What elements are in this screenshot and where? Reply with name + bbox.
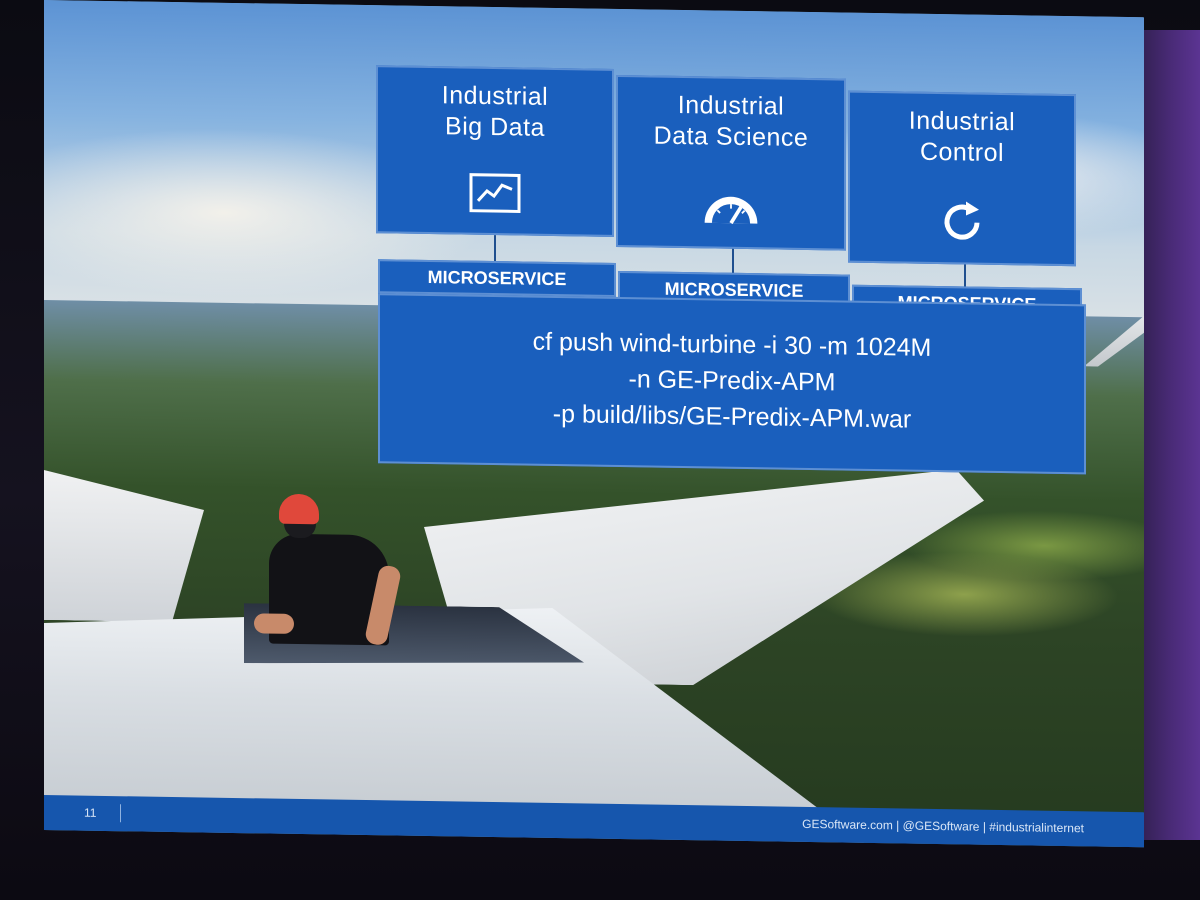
tile-title: Industrial Data Science [653, 90, 809, 153]
microservice-label: MICROSERVICE [378, 259, 616, 297]
cf-push-command-box: cf push wind-turbine -i 30 -m 1024M -n G… [378, 293, 1086, 475]
tile-industrial-control: Industrial Control [848, 90, 1076, 267]
tile-industrial-big-data: Industrial Big Data [376, 65, 614, 237]
tile-title: Industrial Big Data [441, 81, 549, 142]
technician-figure [254, 493, 404, 647]
helmet [279, 493, 319, 525]
connector-line [494, 235, 496, 264]
speedometer-icon [701, 184, 761, 229]
technician-arm-left [254, 613, 294, 634]
connector-line [964, 264, 966, 289]
refresh-icon [932, 200, 992, 245]
footer-links: GESoftware.com | @GESoftware | #industri… [802, 816, 1084, 836]
page-number: 11 [84, 805, 97, 820]
line-chart-icon [465, 171, 525, 216]
slide: Industrial Big Data Industrial Data Scie… [44, 0, 1144, 848]
footer-divider [120, 804, 121, 823]
tile-title: Industrial Control [908, 106, 1016, 168]
connector-line [732, 248, 734, 275]
tile-industrial-data-science: Industrial Data Science [616, 74, 846, 251]
